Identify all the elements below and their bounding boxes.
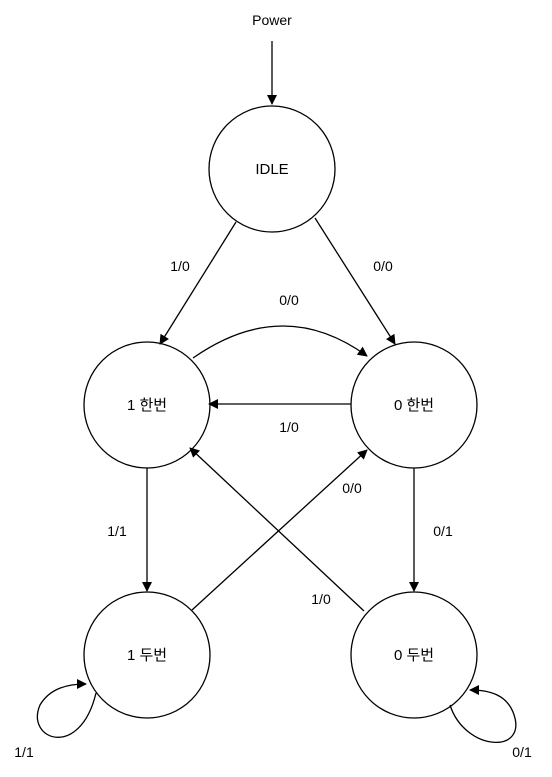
edge-zero-twice-to-one-once (189, 447, 365, 612)
edge-one-twice-self-label: 1/1 (14, 744, 34, 760)
edge-zero-twice-self-label: 0/1 (512, 744, 532, 760)
edge-zero-once-to-one-once-label: 1/0 (279, 419, 299, 435)
state-one-once-label: 1 한번 (127, 397, 167, 414)
state-zero-twice-label: 0 두번 (394, 647, 434, 664)
edge-idle-to-zero-once (314, 217, 396, 345)
edge-zero-once-to-zero-twice-label: 0/1 (433, 523, 453, 539)
edge-one-twice-self-loop (37, 679, 97, 738)
state-zero-once: 0 한번 (350, 341, 478, 469)
state-one-twice-label: 1 두번 (127, 647, 167, 664)
state-idle-label: IDLE (255, 161, 288, 178)
edge-one-once-to-one-twice-label: 1/1 (107, 523, 127, 539)
edge-one-twice-to-zero-once (191, 449, 368, 611)
state-zero-twice-circle (350, 591, 478, 719)
state-one-twice: 1 두번 (83, 591, 211, 719)
edge-idle-to-one-once-label: 1/0 (170, 258, 190, 274)
edge-idle-to-zero-once-label: 0/0 (373, 258, 393, 274)
edge-idle-to-one-once (159, 221, 237, 345)
state-zero-once-label: 0 한번 (394, 397, 434, 414)
state-zero-twice: 0 두번 (350, 591, 478, 719)
state-one-twice-circle (83, 591, 211, 719)
edge-one-once-to-zero-once-label: 0/0 (279, 292, 299, 308)
state-idle-circle (208, 105, 336, 233)
edge-one-once-to-zero-once (192, 325, 368, 359)
edge-one-twice-to-zero-once-label: 0/0 (342, 480, 362, 496)
edge-zero-twice-to-one-once-label: 1/0 (311, 591, 331, 607)
state-idle: IDLE (208, 105, 336, 233)
edge-zero-twice-self-loop (449, 685, 517, 743)
power-label: Power (252, 12, 292, 28)
